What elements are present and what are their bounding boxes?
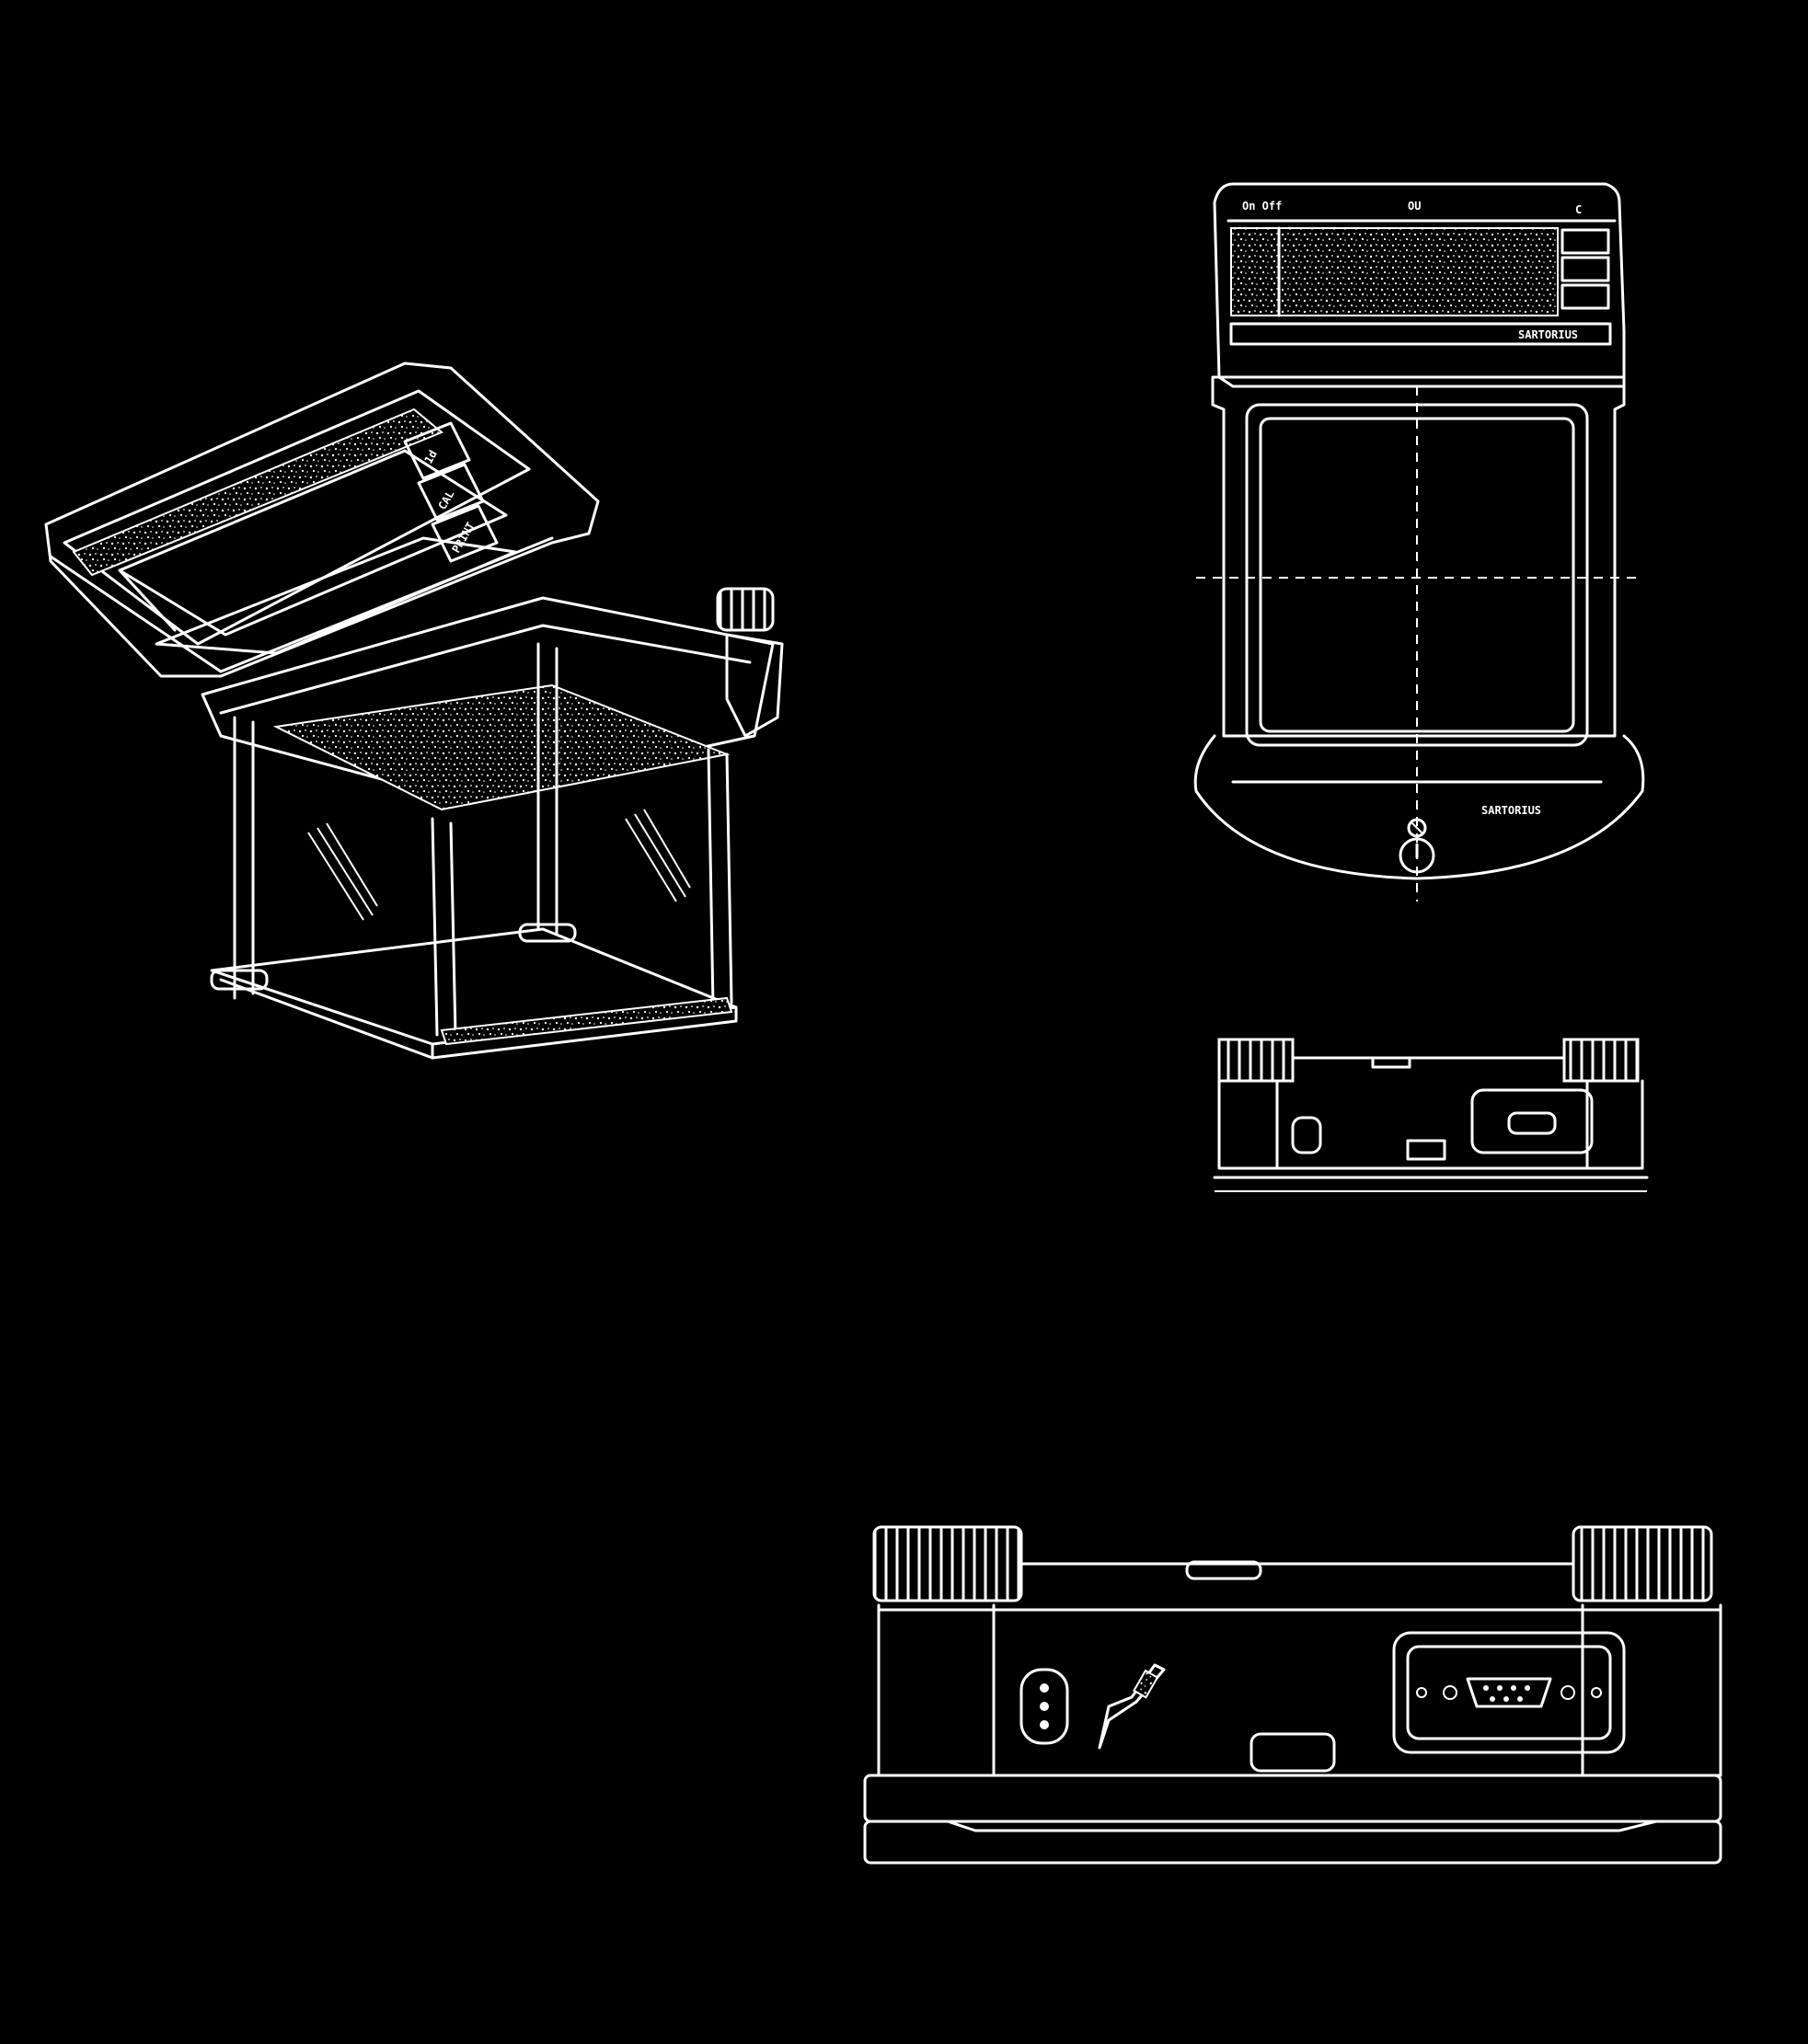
front-label-ou: OU: [1408, 200, 1421, 212]
knurled-foot-icon: [872, 1525, 1023, 1602]
front-key-1[interactable]: [1560, 228, 1610, 255]
power-socket-icon: [1291, 1116, 1322, 1154]
perspective-view: 1d CAL PRINT: [44, 362, 784, 1060]
lever-tab: [1249, 1732, 1336, 1773]
knurled-foot-icon: [1562, 1038, 1640, 1083]
base-housing: [201, 587, 784, 802]
rs232-port-icon: [1470, 1088, 1594, 1154]
front-display-window: [1230, 227, 1559, 316]
front-brand-strip: [1229, 322, 1612, 346]
front-brand-bottom: SARTORIUS: [1481, 804, 1541, 817]
power-socket-icon: [1019, 1668, 1069, 1745]
front-pan-inner: [1259, 417, 1575, 733]
rear-view-enlarged: [863, 1525, 1722, 1865]
front-view: On Off OU C SARTORIUS SARTORIUS: [1193, 182, 1645, 901]
knurled-foot-icon: [1217, 1038, 1295, 1083]
front-brand-top: SARTORIUS: [1518, 328, 1578, 341]
foot-back: [518, 923, 577, 943]
power-button-icon[interactable]: [1399, 837, 1435, 874]
draft-shield: [210, 642, 738, 1060]
cable-plug: [1098, 1663, 1166, 1750]
front-base-curve: [1193, 734, 1645, 880]
display-screen: [118, 449, 508, 637]
knurled-foot-icon: [716, 587, 775, 632]
foot-left: [210, 969, 269, 991]
front-body: [1211, 375, 1626, 738]
key-1d[interactable]: [403, 421, 471, 480]
knurled-foot-icon: [1572, 1525, 1713, 1602]
key-1d-label: 1d: [421, 448, 439, 466]
rear-view: [1213, 1038, 1649, 1192]
rs232-port-icon: [1392, 1631, 1626, 1754]
front-label-c: C: [1575, 203, 1582, 216]
key-cal[interactable]: [417, 463, 485, 522]
display-window: [72, 408, 443, 577]
front-key-3[interactable]: [1560, 283, 1610, 310]
front-key-2[interactable]: [1560, 256, 1610, 282]
weighing-pan: [272, 683, 731, 811]
key-print[interactable]: [431, 504, 499, 563]
level-bubble-icon: [1407, 818, 1427, 838]
front-label-onoff: On Off: [1242, 200, 1282, 212]
display-housing: 1d CAL PRINT: [44, 362, 600, 678]
